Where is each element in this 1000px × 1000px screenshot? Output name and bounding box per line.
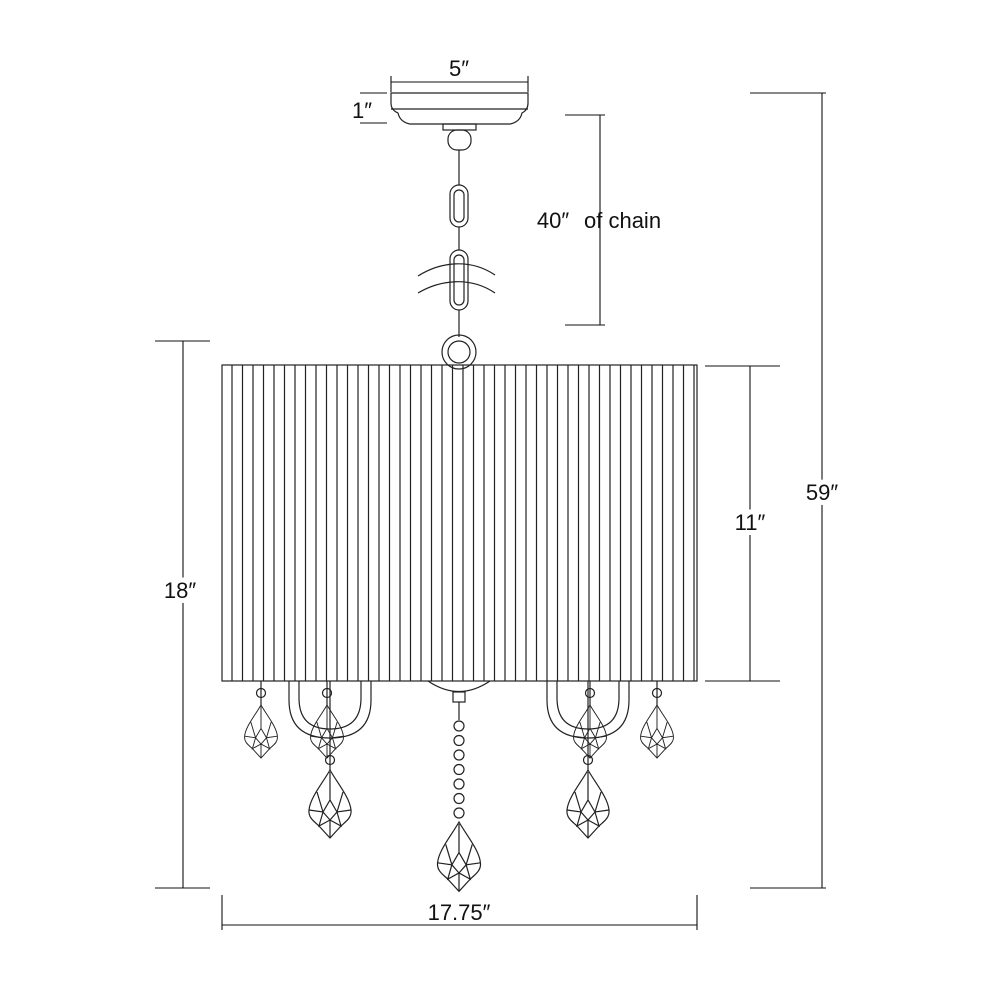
ceiling-canopy — [390, 92, 529, 151]
chain-bead — [453, 749, 465, 761]
crystal-pendant — [244, 704, 278, 759]
crystal-bead — [321, 687, 333, 699]
chain-break-mark — [417, 263, 496, 277]
crystal-pendants — [244, 681, 674, 892]
crystal-pendant — [573, 704, 607, 759]
crystal-bead — [584, 687, 596, 699]
fixture-height-label: 18″ — [164, 578, 196, 603]
drum-shade — [221, 364, 698, 682]
crystal-bead — [582, 754, 594, 766]
crystal-bead — [324, 754, 336, 766]
overall-height-label: 59″ — [806, 480, 838, 505]
chain-length-suffix: of chain — [584, 208, 661, 233]
chain-bead — [453, 720, 465, 732]
canopy-height-label: 1″ — [352, 98, 372, 123]
fixture-width-label: 17.75″ — [428, 900, 491, 925]
shade-height-label: 11″ — [735, 510, 766, 535]
chain-bead — [453, 763, 465, 776]
chain-bead — [453, 734, 465, 747]
chain-bead — [453, 807, 465, 819]
crystal-bead — [651, 687, 663, 699]
crystal-bead — [255, 687, 267, 699]
crystal-pendant — [436, 821, 482, 892]
chain-length-label: 40″ — [537, 208, 569, 233]
dimension-lines — [155, 76, 826, 930]
chain — [417, 150, 496, 370]
chain-bead — [453, 778, 465, 790]
crystal-pendant — [310, 704, 344, 759]
crystal-pendant — [566, 769, 610, 839]
crystal-pendant — [308, 769, 352, 839]
crystal-pendant — [640, 704, 674, 759]
chain-bead — [453, 792, 465, 805]
canopy-width-label: 5″ — [449, 56, 469, 81]
